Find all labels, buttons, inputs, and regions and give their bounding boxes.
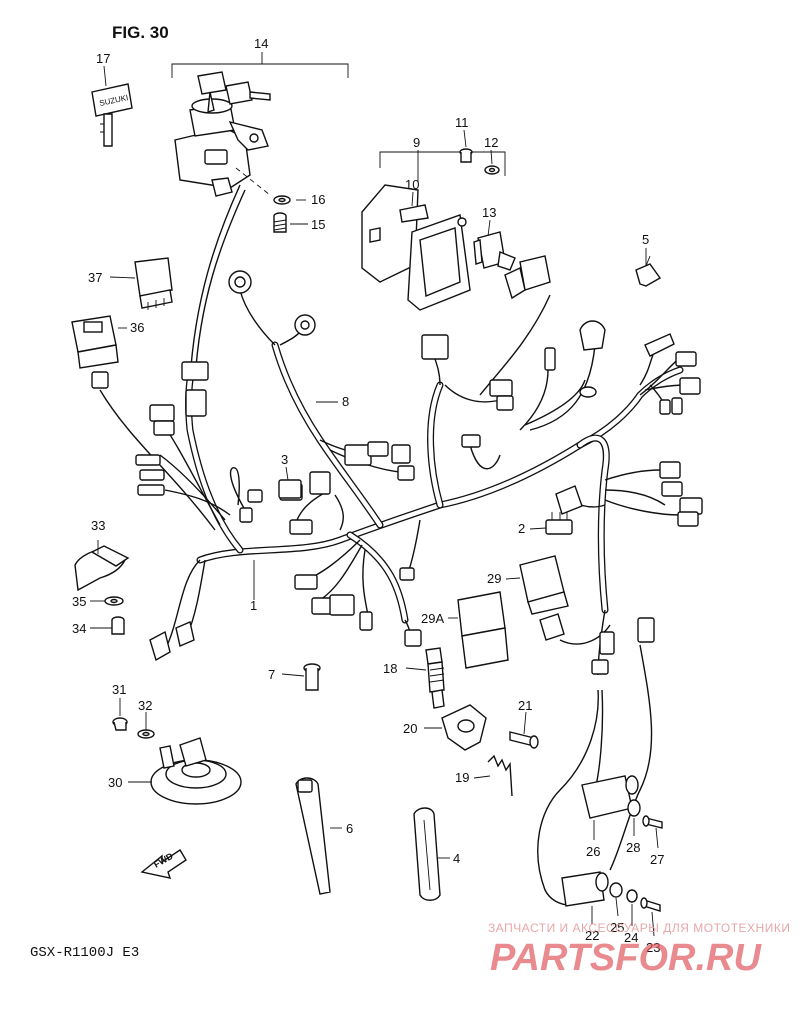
callout-12: 12 — [484, 135, 498, 150]
starter-relay-13 — [473, 231, 551, 300]
callout-5: 5 — [642, 232, 649, 247]
screw-31 — [112, 717, 128, 731]
figure-title: FIG. 30 — [112, 23, 169, 42]
screw-11 — [459, 148, 473, 163]
connectors — [91, 320, 703, 675]
spring-19 — [487, 754, 513, 797]
callout-18: 18 — [383, 661, 397, 676]
washer-25 — [609, 882, 623, 898]
callout-7: 7 — [268, 667, 275, 682]
callout-27: 27 — [650, 852, 664, 867]
cable-tie-6 — [295, 777, 331, 895]
horn-30 — [150, 737, 242, 805]
callout-21: 21 — [518, 698, 532, 713]
washer-32 — [137, 729, 155, 739]
callout-11: 11 — [455, 115, 469, 130]
fwd-arrow: FWD — [140, 849, 187, 879]
callout-4: 4 — [453, 851, 460, 866]
relay-29a — [457, 591, 509, 669]
callout-16: 16 — [311, 192, 325, 207]
washer-16 — [273, 195, 291, 205]
bolt-34 — [111, 616, 125, 635]
callout-23: 23 — [646, 940, 660, 955]
callout-34: 34 — [72, 621, 86, 636]
callout-30: 30 — [108, 775, 122, 790]
callout-28: 28 — [626, 840, 640, 855]
callout-19: 19 — [455, 770, 469, 785]
main-harness — [185, 341, 684, 624]
relay-29 — [519, 555, 569, 641]
fuse-box — [361, 184, 471, 311]
callout-15: 15 — [311, 217, 325, 232]
ignition-key-b — [225, 81, 271, 105]
group-9-bracket — [379, 151, 506, 176]
relay-37 — [134, 257, 173, 310]
washer-28 — [627, 799, 641, 817]
callout-26: 26 — [586, 844, 600, 859]
callout-2: 2 — [518, 521, 525, 536]
dash-16 — [235, 167, 271, 196]
callout-20: 20 — [403, 721, 417, 736]
callout-35: 35 — [72, 594, 86, 609]
leader-lines — [90, 65, 659, 937]
sensor-18 — [425, 647, 445, 709]
callout-29: 29 — [487, 571, 501, 586]
callout-31: 31 — [112, 682, 126, 697]
callout-8: 8 — [342, 394, 349, 409]
washer-24 — [626, 889, 638, 903]
screw-27 — [642, 815, 663, 829]
watermark-tagline: ЗАПЧАСТИ И АКСЕССУАРЫ ДЛЯ МОТОТЕХНИКИ — [488, 921, 790, 935]
group-14-bracket — [171, 63, 349, 78]
callout-32: 32 — [138, 698, 152, 713]
callout-17: 17 — [96, 51, 110, 66]
model-code: GSX-R1100J E3 — [30, 945, 139, 961]
cable-band-4 — [413, 807, 441, 901]
relay-2 — [545, 512, 573, 535]
switch-22 — [561, 871, 609, 907]
watermark: ЗАПЧАСТИ И АКСЕССУАРЫ ДЛЯ МОТОТЕХНИКИ PA… — [488, 921, 790, 979]
bracket-33 — [74, 545, 130, 592]
callout-25: 25 — [610, 920, 624, 935]
callout-22: 22 — [585, 928, 599, 943]
connector-3 — [278, 479, 302, 499]
callout-9: 9 — [413, 135, 420, 150]
callout-3: 3 — [281, 452, 288, 467]
bolt-21 — [509, 731, 539, 749]
callout-33: 33 — [91, 518, 105, 533]
callout-13: 13 — [482, 205, 496, 220]
bolt-15 — [273, 212, 287, 233]
callout-24: 24 — [624, 930, 638, 945]
bracket-20 — [441, 704, 487, 751]
lamp-socket-b — [294, 314, 316, 336]
callout-numbers: 14 17 16 15 9 10 11 12 13 5 37 36 8 3 2 … — [72, 36, 664, 955]
screw-23 — [640, 897, 661, 912]
washer-35 — [104, 596, 124, 606]
callout-14: 14 — [254, 36, 268, 51]
watermark-brand: PARTSFOR.RU — [490, 937, 762, 979]
ignition-switch — [174, 98, 269, 197]
callout-10: 10 — [405, 177, 419, 192]
lamp-socket-a — [228, 270, 252, 294]
washer-12 — [484, 165, 500, 175]
clamp-5 — [635, 255, 662, 287]
callout-36: 36 — [130, 320, 144, 335]
ignition-key-a — [197, 71, 227, 114]
callout-6: 6 — [346, 821, 353, 836]
spare-key: SUZUKI — [91, 83, 133, 147]
callout-37: 37 — [88, 270, 102, 285]
relay-36 — [71, 315, 119, 369]
callout-1: 1 — [250, 598, 257, 613]
callout-29a: 29A — [421, 611, 444, 626]
clip-7 — [303, 663, 321, 691]
